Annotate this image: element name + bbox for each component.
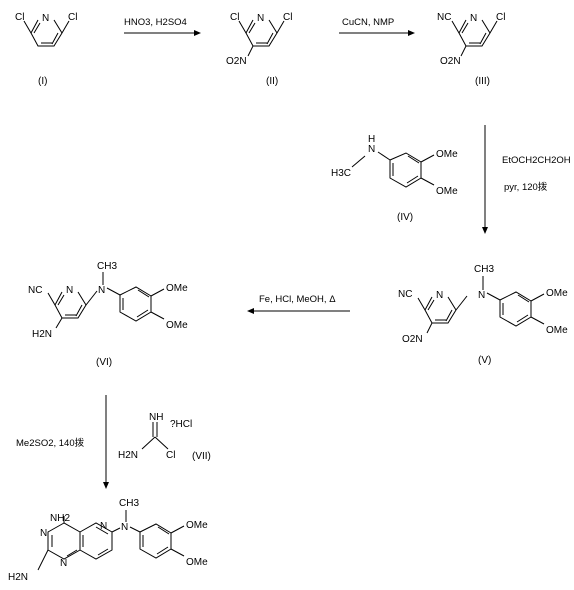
atom-n-ring: N: [436, 290, 443, 301]
atom-nh: NH: [149, 412, 163, 423]
compound-label-II: (II): [266, 76, 278, 87]
atom-cl-left: Cl: [230, 12, 239, 23]
atom-ome-bottom: OMe: [546, 325, 568, 336]
atom-n1: N: [40, 528, 47, 539]
atom-n: N: [470, 13, 477, 24]
atom-hcl: ?HCl: [170, 419, 192, 430]
atom-nitro: O2N: [226, 56, 247, 67]
atom-ch3: CH3: [97, 261, 117, 272]
atom-cl-right: Cl: [283, 12, 292, 23]
compound-V: N NC N CH3 O2N OMe OMe (V): [398, 264, 568, 366]
arrow-step4: Fe, HCl, MeOH, Δ: [247, 294, 350, 314]
atom-nc: NC: [28, 285, 42, 296]
arrow-step3: EtOCH2CH2OH pyr, 120拨: [482, 125, 571, 234]
atom-nitro: O2N: [440, 56, 461, 67]
atom-ome-bottom: OMe: [436, 186, 458, 197]
compound-VII: NH ?HCl H2N Cl (VII): [118, 412, 211, 462]
compound-IV: H3C N H OMe OMe (IV): [331, 134, 458, 223]
compound-product: NH2 N N N N CH3 H2N OMe OMe: [8, 498, 208, 583]
atom-nc: NC: [398, 289, 412, 300]
atom-nh: N: [368, 144, 375, 155]
condition-step1: HNO3, H2SO4: [124, 17, 187, 28]
condition-step5: Me2SO2, 140拨: [16, 437, 85, 449]
atom-n: N: [257, 13, 264, 24]
compound-label-VII: (VII): [192, 451, 211, 462]
condition-step3-line2: pyr, 120拨: [504, 181, 548, 193]
atom-cl-left: Cl: [15, 12, 24, 23]
compound-label-IV: (IV): [397, 212, 413, 223]
atom-ome-bottom: OMe: [186, 557, 208, 568]
arrow-step2: CuCN, NMP: [339, 17, 415, 36]
atom-ome-top: OMe: [166, 283, 188, 294]
atom-cl-right: Cl: [68, 12, 77, 23]
atom-h2n: H2N: [118, 450, 138, 461]
atom-ch3: CH3: [474, 264, 494, 275]
condition-step2: CuCN, NMP: [342, 17, 394, 28]
atom-h2n: H2N: [8, 572, 28, 583]
atom-n: N: [42, 13, 49, 24]
compound-II: N Cl Cl O2N (II): [226, 12, 292, 87]
atom-nc: NC: [437, 12, 451, 23]
atom-ch3: CH3: [119, 498, 139, 509]
arrow-step5: Me2SO2, 140拨: [16, 395, 109, 489]
atom-n-amine: N: [121, 522, 128, 533]
atom-ome-bottom: OMe: [166, 320, 188, 331]
atom-n-amine: N: [478, 290, 485, 301]
compound-label-I: (I): [38, 76, 47, 87]
atom-cl: Cl: [496, 12, 505, 23]
atom-n3: N: [100, 521, 107, 532]
compound-label-V: (V): [478, 355, 491, 366]
arrow-step1: HNO3, H2SO4: [124, 17, 201, 36]
compound-label-VI: (VI): [96, 357, 112, 368]
atom-n-amine: N: [98, 285, 105, 296]
atom-nh2-top: NH2: [50, 513, 70, 524]
condition-step4: Fe, HCl, MeOH, Δ: [259, 294, 336, 305]
condition-step3-line1: EtOCH2CH2OH: [502, 155, 571, 166]
atom-nitro: O2N: [402, 334, 423, 345]
atom-n2: N: [60, 558, 67, 569]
atom-n-ring: N: [66, 285, 73, 296]
atom-ome-top: OMe: [546, 288, 568, 299]
atom-ome-top: OMe: [186, 520, 208, 531]
compound-III: N NC Cl O2N (III): [437, 12, 505, 87]
atom-ome-top: OMe: [436, 149, 458, 160]
atom-nh2: H2N: [32, 329, 52, 340]
atom-h3c: H3C: [331, 168, 351, 179]
atom-h: H: [368, 134, 375, 145]
compound-VI: N NC N CH3 H2N OMe OMe (VI): [28, 261, 188, 368]
compound-label-III: (III): [475, 76, 490, 87]
compound-I: N Cl Cl (I): [15, 12, 77, 87]
atom-cl: Cl: [166, 450, 175, 461]
